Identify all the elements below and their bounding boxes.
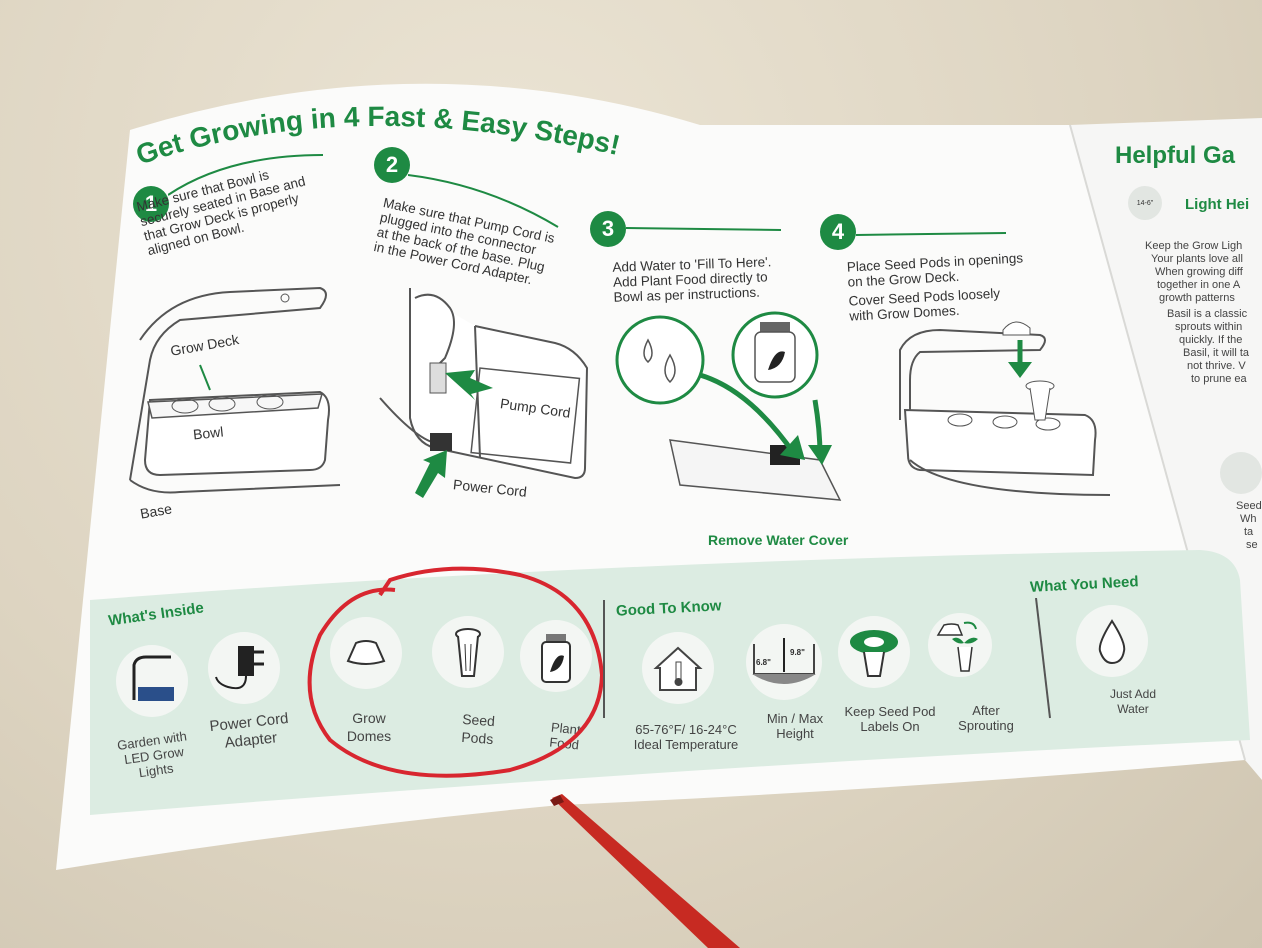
pump-cord-diagram [379, 288, 589, 498]
label-remove-water-cover: Remove Water Cover [708, 532, 849, 548]
plug-icon [208, 632, 280, 704]
right-page-bottom: Seed Wh ta se [1236, 500, 1262, 551]
red-pen [550, 794, 740, 948]
step-1-rule [168, 154, 324, 196]
plant-icon [1220, 452, 1262, 494]
red-marker-circle [307, 566, 605, 778]
step-3-number: 3 [590, 211, 626, 247]
seed-pod-icon [432, 616, 504, 688]
step-4-rule [856, 232, 1007, 236]
water-food-diagram [615, 311, 842, 501]
light-height-badge: 14-6" [1136, 199, 1154, 207]
step-1-number: 1 [133, 186, 169, 222]
bottle-icon [520, 620, 592, 692]
height-icon: 6.8" 9.8" [746, 624, 822, 700]
right-page-body: Keep the Grow Ligh Your plants love all … [1145, 240, 1250, 385]
water-drop-icon [1076, 605, 1148, 677]
divider-1 [603, 600, 605, 718]
right-page-subtitle: Light Hei [1185, 196, 1250, 213]
garden-diagram [129, 286, 341, 494]
light-height-icon: 14-6" [1128, 186, 1162, 220]
max-height-value: 9.8" [790, 648, 805, 657]
step-2-rule [408, 174, 559, 228]
step-3-rule [626, 227, 782, 231]
step-4-number: 4 [820, 214, 856, 250]
sprout-icon [928, 613, 992, 677]
min-height-value: 6.8" [756, 658, 771, 667]
step-3-text: Add Water to 'Fill To Here'. Add Plant F… [612, 254, 772, 305]
label-bowl: Bowl [192, 423, 225, 443]
pod-label-icon [838, 616, 910, 688]
seed-pod-diagram [899, 321, 1111, 496]
dome-icon [330, 617, 402, 689]
step-2-number: 2 [374, 147, 410, 183]
right-page-title: Helpful Ga [1115, 142, 1236, 169]
house-thermometer-icon [642, 632, 714, 704]
garden-icon [116, 645, 188, 717]
divider-2 [1035, 598, 1051, 719]
